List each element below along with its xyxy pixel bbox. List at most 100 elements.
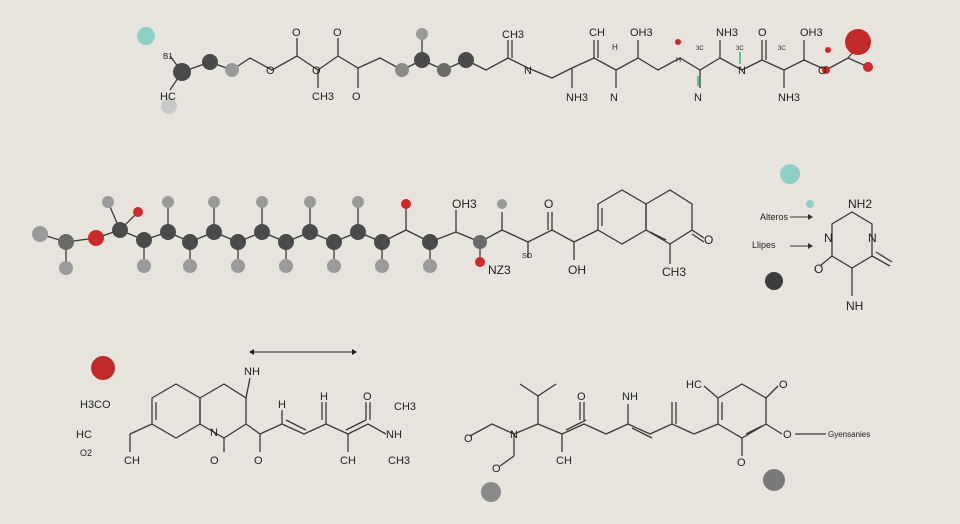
atom-label: CH3 bbox=[662, 265, 686, 279]
carbon-atom-ball bbox=[112, 222, 128, 238]
hydrogen-atom-ball bbox=[352, 196, 364, 208]
atom-label: N bbox=[824, 231, 833, 245]
atom-label: OH3 bbox=[630, 27, 653, 39]
atom-label: 3C bbox=[778, 46, 786, 52]
atom-label: NH2 bbox=[848, 197, 872, 211]
hexagon-ring bbox=[645, 189, 693, 245]
carbon-atom-ball bbox=[202, 54, 218, 70]
atom-label: H bbox=[676, 57, 681, 64]
hydrogen-atom-ball bbox=[161, 98, 177, 114]
top-molecule-chain: B1 HC O O CH3 O O CH3 NH3 CH N H N OH3 3… bbox=[137, 27, 873, 114]
atom-label: NH bbox=[622, 391, 638, 403]
carbon-atom-ball bbox=[414, 52, 430, 68]
atom-label: OH bbox=[568, 263, 586, 277]
atom-label: HC bbox=[686, 379, 702, 391]
atom-label: HC bbox=[160, 91, 176, 103]
arrow-head-icon bbox=[249, 349, 254, 355]
top-chain-bonds bbox=[181, 55, 849, 79]
oxygen-atom-ball bbox=[133, 207, 143, 217]
hydrogen-atom-ball bbox=[375, 259, 389, 273]
atom-label: O bbox=[352, 91, 361, 103]
atom-label: CH bbox=[589, 27, 605, 39]
arrow-head-icon bbox=[808, 243, 813, 249]
hydrogen-atom-ball bbox=[497, 199, 507, 209]
atom-label: O bbox=[818, 65, 827, 77]
side-molecule-panel: Alteros Llipes NH2 N N O NH bbox=[752, 164, 893, 313]
atom-label: H bbox=[320, 391, 328, 403]
carbon-atom-ball bbox=[473, 235, 487, 249]
atom-label: O bbox=[758, 27, 767, 39]
atom-label: OH3 bbox=[452, 197, 477, 211]
hydrogen-atom-ball bbox=[162, 196, 174, 208]
atom-label: O bbox=[814, 262, 823, 276]
oxygen-atom-ball bbox=[475, 257, 485, 267]
hexagon-ring bbox=[597, 189, 647, 245]
carbon-atom-ball bbox=[254, 224, 270, 240]
carbon-atom-ball bbox=[437, 63, 451, 77]
atom-label: NH bbox=[386, 429, 402, 441]
atom-label: CH3 bbox=[312, 91, 334, 103]
atom-label: HC bbox=[76, 429, 92, 441]
carbon-atom-ball bbox=[374, 234, 390, 250]
legend-label: Llipes bbox=[752, 240, 776, 250]
hexagon-ring bbox=[717, 383, 767, 439]
hydrogen-atom-ball bbox=[423, 259, 437, 273]
atom-label: H bbox=[278, 399, 286, 411]
carbon-atom-ball bbox=[206, 224, 222, 240]
arrow-head-icon bbox=[352, 349, 357, 355]
atom-label: 3C bbox=[696, 46, 704, 52]
atom-label: O bbox=[254, 455, 263, 467]
carbon-atom-ball bbox=[326, 234, 342, 250]
atom-label: NH3 bbox=[566, 92, 588, 104]
hydrogen-atom-ball bbox=[137, 259, 151, 273]
atom-label: CH bbox=[340, 455, 356, 467]
atom-label: H3CO bbox=[80, 399, 111, 411]
atom-label: CH3 bbox=[502, 29, 524, 41]
hydrogen-atom-ball bbox=[279, 259, 293, 273]
atom-label: O bbox=[704, 233, 713, 247]
atom-label: CH3 bbox=[388, 455, 410, 467]
atom-label: N bbox=[694, 92, 702, 104]
atom-label: CH3 bbox=[394, 401, 416, 413]
oxygen-atom-ball bbox=[825, 47, 831, 53]
carbon-atom-ball bbox=[58, 234, 74, 250]
atom-label: N bbox=[610, 92, 618, 104]
atom-label: O bbox=[292, 27, 301, 39]
atom-label: CH bbox=[556, 455, 572, 467]
atom-label: O bbox=[737, 457, 746, 469]
atom-label: NH bbox=[846, 299, 863, 313]
oxygen-atom-ball bbox=[675, 39, 681, 45]
hydrogen-atom-ball bbox=[395, 63, 409, 77]
hydrogen-atom-ball bbox=[231, 259, 245, 273]
carbon-atom-ball bbox=[230, 234, 246, 250]
atom-label: O bbox=[783, 429, 792, 441]
atom-label: 3C bbox=[736, 46, 744, 52]
hydrogen-atom-ball bbox=[416, 28, 428, 40]
bottom-left-molecule: H3CO HC O2 CH NH N O O H H O CH3 NH CH C… bbox=[76, 349, 416, 467]
carbon-atom-ball bbox=[350, 224, 366, 240]
carbon-atom-ball bbox=[765, 272, 783, 290]
hydrogen-atom-ball bbox=[256, 196, 268, 208]
atom-label: N bbox=[738, 65, 746, 77]
legend-label: Alteros bbox=[760, 212, 789, 222]
carbon-atom-ball bbox=[136, 232, 152, 248]
carbon-atom-ball bbox=[278, 234, 294, 250]
hydrogen-atom-ball bbox=[208, 196, 220, 208]
atom-label: OH3 bbox=[800, 27, 823, 39]
carbon-atom-ball bbox=[160, 224, 176, 240]
hydrogen-atom-ball bbox=[225, 63, 239, 77]
hexagon-ring bbox=[199, 383, 247, 439]
atom-label: H bbox=[612, 43, 618, 52]
atom-label: O bbox=[363, 391, 372, 403]
atom-label: O bbox=[779, 379, 788, 391]
hexagon-ring bbox=[151, 383, 201, 439]
hydrogen-atom-ball bbox=[481, 482, 501, 502]
atom-label: SO bbox=[522, 253, 533, 260]
carbon-atom-ball bbox=[458, 52, 474, 68]
atom-label: O2 bbox=[80, 448, 92, 458]
atom-label: N bbox=[524, 65, 532, 77]
middle-molecule-chain: OH3 NZ3 SO O OH O CH3 bbox=[32, 189, 713, 279]
carbon-atom-ball bbox=[302, 224, 318, 240]
hydrogen-atom-ball bbox=[304, 196, 316, 208]
